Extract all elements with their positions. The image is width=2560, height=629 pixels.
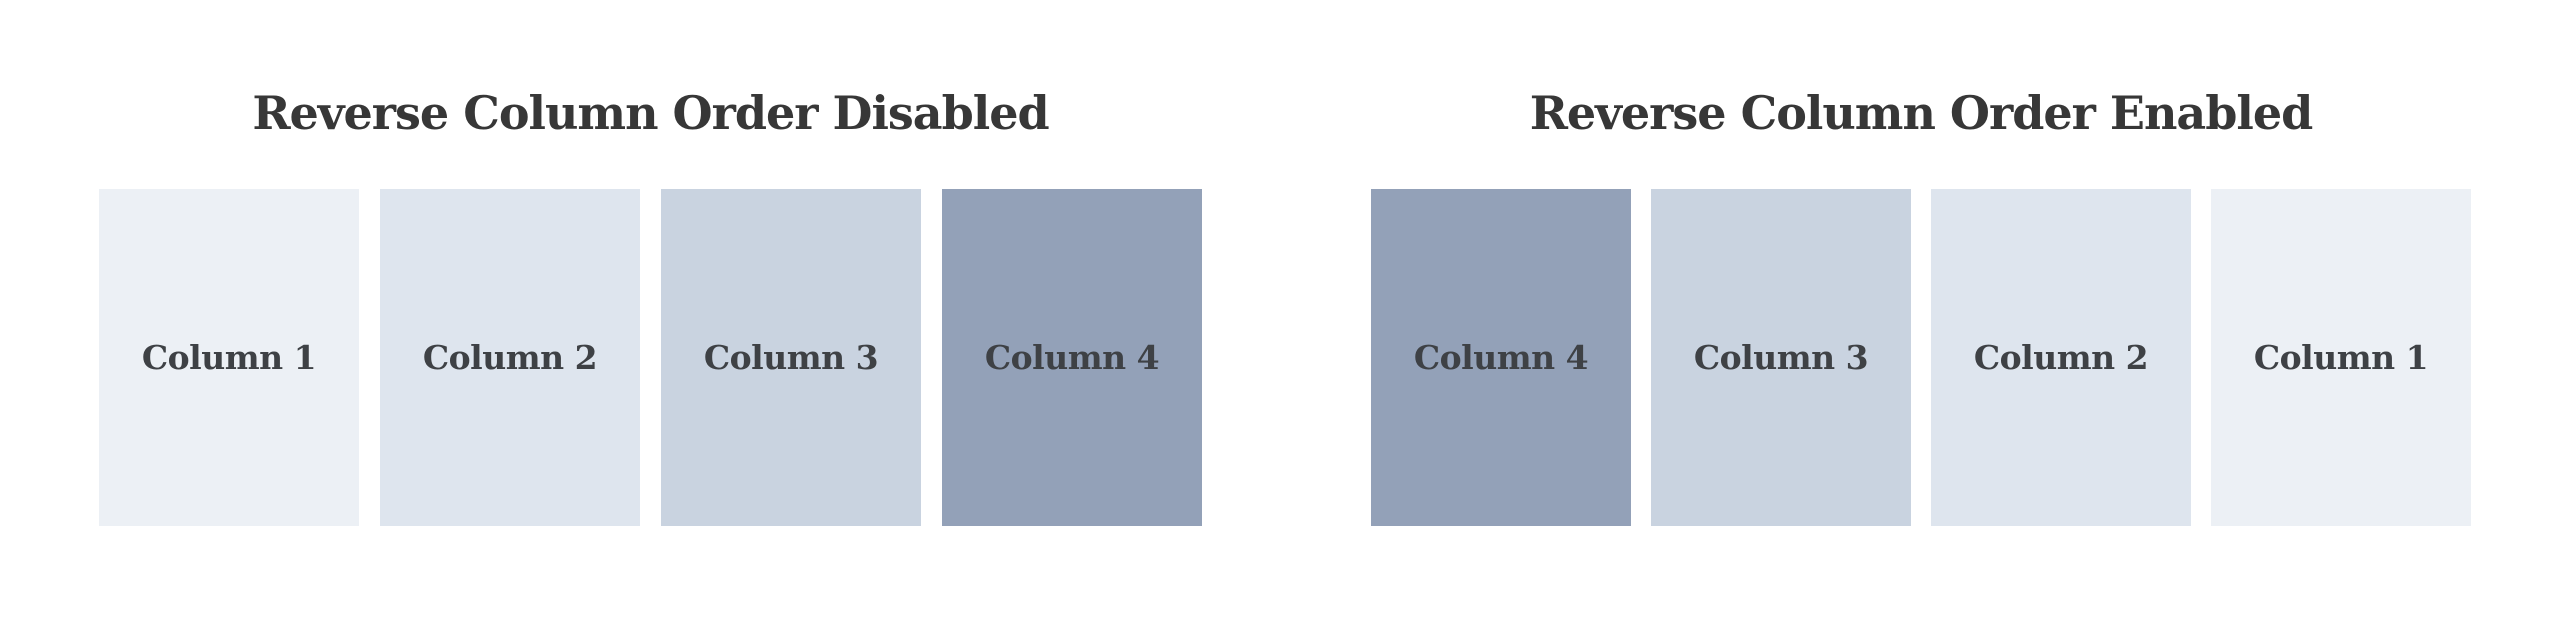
panel-reverse-disabled: Reverse Column Order Disabled Column 1 C… xyxy=(99,0,1202,629)
column-box: Column 4 xyxy=(942,189,1202,526)
panel-title-disabled: Reverse Column Order Disabled xyxy=(252,86,1049,140)
column-label: Column 3 xyxy=(1693,338,1869,377)
column-box: Column 1 xyxy=(99,189,359,526)
column-label: Column 4 xyxy=(984,338,1160,377)
columns-row-disabled: Column 1 Column 2 Column 3 Column 4 xyxy=(99,189,1202,526)
column-label: Column 2 xyxy=(422,338,598,377)
column-box: Column 4 xyxy=(1371,189,1631,526)
column-box: Column 2 xyxy=(1931,189,2191,526)
column-label: Column 1 xyxy=(141,338,317,377)
column-box: Column 3 xyxy=(1651,189,1911,526)
columns-row-enabled: Column 4 Column 3 Column 2 Column 1 xyxy=(1371,189,2471,526)
column-label: Column 3 xyxy=(703,338,879,377)
column-label: Column 1 xyxy=(2253,338,2429,377)
column-box: Column 3 xyxy=(661,189,921,526)
column-box: Column 1 xyxy=(2211,189,2471,526)
panel-title-enabled: Reverse Column Order Enabled xyxy=(1529,86,2314,140)
column-label: Column 2 xyxy=(1973,338,2149,377)
column-box: Column 2 xyxy=(380,189,640,526)
panel-reverse-enabled: Reverse Column Order Enabled Column 4 Co… xyxy=(1371,0,2471,629)
column-label: Column 4 xyxy=(1413,338,1589,377)
